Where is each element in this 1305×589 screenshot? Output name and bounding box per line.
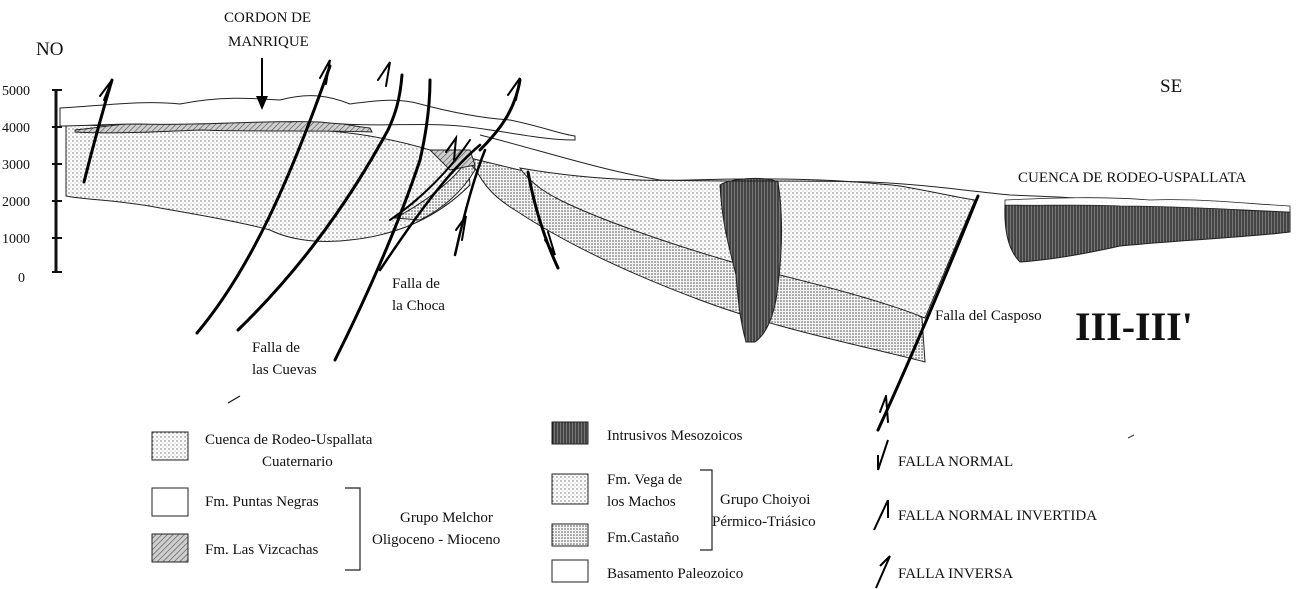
elevation-scale: 5000 4000 3000 2000 1000 0 <box>2 84 62 286</box>
stray-mark <box>228 396 240 403</box>
tick-3000: 3000 <box>2 158 30 173</box>
arrow-inverse-cuevas2 <box>378 62 390 86</box>
basin-label: CUENCA DE RODEO-USPALLATA <box>1018 170 1246 186</box>
cordon-label-line2: MANRIQUE <box>228 34 309 50</box>
swatch-intrusivos <box>552 422 588 444</box>
legend-vega-line1: Fm. Vega de <box>607 472 682 488</box>
orientation-left: NO <box>36 39 63 60</box>
tick-4000: 4000 <box>2 121 30 136</box>
cordon-label-line1: CORDON DE <box>224 10 311 26</box>
swatch-basamento <box>552 560 588 582</box>
legend-rodeo-line2: Cuaternario <box>262 454 333 470</box>
legend-choiyoi-line1: Grupo Choiyoi <box>720 492 810 508</box>
legend-intrusivos: Intrusivos Mesozoicos <box>607 428 743 444</box>
legend-falla-inversa: FALLA INVERSA <box>898 566 1013 582</box>
legend-rodeo-line1: Cuenca de Rodeo-Uspallata <box>205 432 373 448</box>
bracket-choiyoi <box>700 470 712 550</box>
fault-cuevas-label-line2: las Cuevas <box>252 362 317 378</box>
symbol-inversa <box>876 556 890 588</box>
tick-2000: 2000 <box>2 195 30 210</box>
swatch-vizcachas <box>152 534 188 562</box>
legend-castano: Fm.Castaño <box>607 530 679 546</box>
orientation-right: SE <box>1160 76 1182 97</box>
fault-choca-label-line1: Falla de <box>392 276 440 292</box>
fault-choca-label-line2: la Choca <box>392 298 445 314</box>
stray-mark-legend <box>1128 435 1134 438</box>
arrow-inverse-choca <box>508 78 520 100</box>
legend-falla-normal: FALLA NORMAL <box>898 454 1013 470</box>
legend: Cuenca de Rodeo-Uspallata Cuaternario Fm… <box>152 422 1134 588</box>
symbol-normal <box>878 440 888 470</box>
tick-5000: 5000 <box>2 84 30 99</box>
swatch-rodeo <box>152 432 188 460</box>
fault-casposo-label: Falla del Casposo <box>935 308 1042 324</box>
fault-cuevas-label-line1: Falla de <box>252 340 300 356</box>
legend-puntas-negras: Fm. Puntas Negras <box>205 494 319 510</box>
fault-choca-3 <box>480 80 520 150</box>
tick-0: 0 <box>18 271 25 286</box>
swatch-vega <box>552 474 588 504</box>
symbol-normal-invertida <box>874 500 888 530</box>
section-title: III-III' <box>1075 304 1193 349</box>
legend-vega-line2: los Machos <box>607 494 676 510</box>
legend-melchor-line1: Grupo Melchor <box>400 510 493 526</box>
legend-choiyoi-line2: Pérmico-Triásico <box>712 514 816 530</box>
legend-falla-normal-invertida: FALLA NORMAL INVERTIDA <box>898 508 1097 524</box>
swatch-castano <box>552 524 588 546</box>
unit-vega-west <box>66 124 470 242</box>
legend-basamento: Basamento Paleozoico <box>607 566 743 582</box>
tick-1000: 1000 <box>2 232 30 247</box>
swatch-puntas-negras <box>152 488 188 516</box>
legend-melchor-line2: Oligoceno - Mioceno <box>372 532 500 548</box>
bracket-melchor <box>345 488 360 570</box>
legend-vizcachas: Fm. Las Vizcachas <box>205 542 319 558</box>
